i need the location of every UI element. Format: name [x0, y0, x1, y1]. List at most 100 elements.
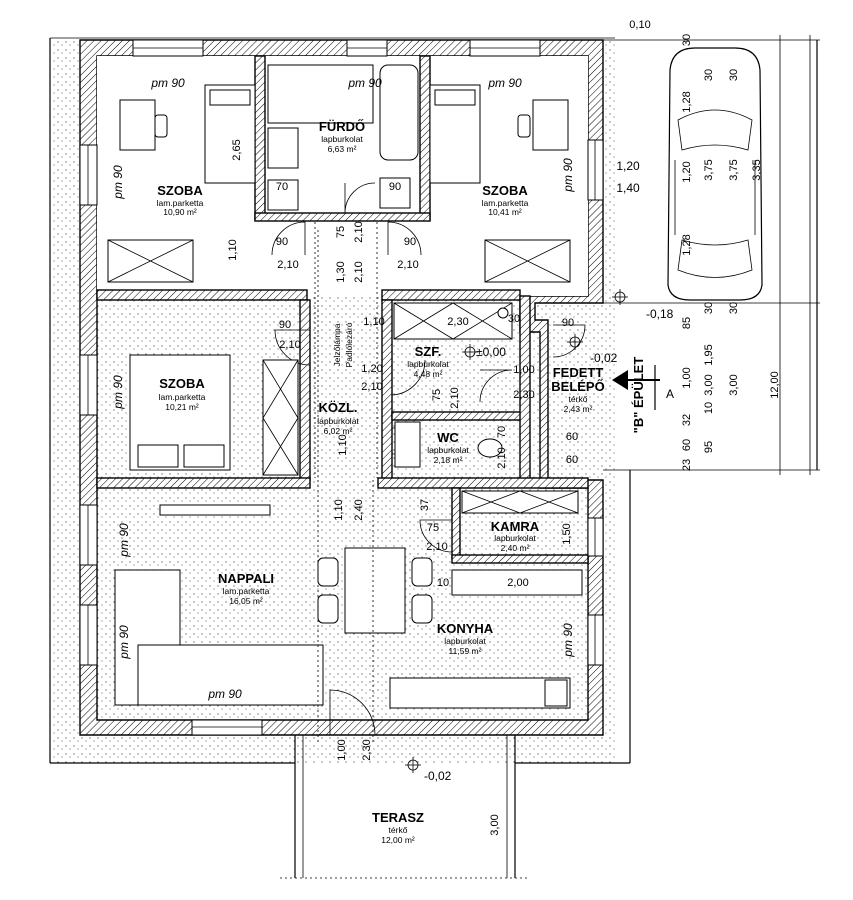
svg-text:A: A [666, 387, 674, 401]
window-labels: pm 90 pm 90 pm 90 pm 90 pm 90 pm 90 pm 9… [111, 76, 575, 701]
svg-text:11,59 m²: 11,59 m² [449, 646, 482, 656]
svg-text:70: 70 [496, 426, 508, 438]
svg-text:KAMRA: KAMRA [491, 519, 540, 534]
svg-text:75: 75 [335, 226, 347, 238]
svg-text:10,21 m²: 10,21 m² [165, 402, 199, 412]
svg-text:30: 30 [728, 69, 740, 81]
svg-text:2,10: 2,10 [277, 259, 298, 271]
svg-text:6,02 m²: 6,02 m² [324, 426, 353, 436]
svg-text:SZOBA: SZOBA [482, 183, 528, 198]
svg-text:1,20: 1,20 [681, 161, 693, 182]
svg-text:pm 90: pm 90 [487, 76, 522, 90]
windows [79, 39, 604, 736]
svg-text:90: 90 [389, 181, 401, 193]
room-wc: WC lapburkolat 2,18 m² [427, 430, 469, 465]
svg-text:1,20: 1,20 [616, 159, 640, 173]
svg-text:1,00: 1,00 [681, 367, 693, 388]
svg-text:2,65: 2,65 [231, 139, 243, 160]
room-eloter: FEDETT BELÉPŐ térkő 2,43 m² [551, 365, 604, 414]
svg-text:0,10: 0,10 [629, 19, 650, 31]
svg-text:±0,00: ±0,00 [476, 345, 506, 359]
svg-text:2,10: 2,10 [449, 387, 461, 408]
svg-text:1,00: 1,00 [513, 364, 534, 376]
svg-text:23: 23 [681, 459, 693, 471]
room-terasz: TERASZ térkő 12,00 m² [372, 810, 424, 845]
svg-text:32: 32 [681, 414, 693, 426]
svg-text:3,35: 3,35 [751, 159, 763, 180]
svg-text:2,10: 2,10 [397, 259, 418, 271]
terrace [280, 735, 530, 879]
room-kamra: KAMRA lapburkolat 2,40 m² [491, 519, 540, 553]
svg-text:3,75: 3,75 [703, 159, 715, 180]
svg-text:2,40 m²: 2,40 m² [501, 543, 530, 553]
svg-text:1,00: 1,00 [336, 739, 348, 760]
svg-text:"B" ÉPÜLET: "B" ÉPÜLET [631, 357, 646, 434]
interior-walls [96, 55, 589, 564]
svg-text:NAPPALI: NAPPALI [218, 571, 274, 586]
room-nappali: NAPPALI lam.parketta 16,05 m² [218, 571, 274, 606]
furniture [107, 64, 583, 709]
svg-text:WC: WC [437, 430, 459, 445]
svg-text:85: 85 [681, 317, 693, 329]
svg-text:16,05 m²: 16,05 m² [229, 596, 263, 606]
svg-text:pm 90: pm 90 [111, 375, 125, 410]
annotations: -0,18 -0,02 ±0,00 -0,02 "B" ÉPÜLET A Jel… [332, 307, 674, 783]
svg-text:pm 90: pm 90 [561, 623, 575, 658]
svg-text:30: 30 [703, 69, 715, 81]
svg-text:6,63 m²: 6,63 m² [328, 144, 357, 154]
svg-text:-0,18: -0,18 [646, 307, 674, 321]
svg-text:10,41 m²: 10,41 m² [488, 207, 522, 217]
svg-text:2,30: 2,30 [513, 389, 534, 401]
room-konyha: KONYHA lapburkolat 11,59 m² [437, 621, 494, 656]
hallway-lines [314, 222, 378, 745]
svg-text:-0,02: -0,02 [424, 769, 452, 783]
room-szf: SZF. lapburkolat 4,48 m² [407, 344, 449, 379]
svg-text:pm 90: pm 90 [347, 76, 382, 90]
svg-text:térkő: térkő [389, 825, 408, 835]
svg-text:2,10: 2,10 [353, 261, 365, 282]
svg-text:90: 90 [279, 319, 291, 331]
svg-text:FEDETT: FEDETT [553, 365, 604, 380]
svg-text:FÜRDŐ: FÜRDŐ [319, 119, 365, 134]
svg-text:lapburkolat: lapburkolat [317, 416, 359, 426]
svg-text:pm 90: pm 90 [111, 165, 125, 200]
svg-text:10: 10 [437, 577, 449, 589]
svg-text:1,28: 1,28 [681, 234, 693, 255]
svg-text:1,95: 1,95 [703, 344, 715, 365]
room-szoba-ne: SZOBA lam.parketta 10,41 m² [482, 183, 529, 217]
svg-text:60: 60 [566, 431, 578, 443]
car-icon [667, 47, 763, 301]
svg-text:-0,02: -0,02 [590, 351, 618, 365]
dimensions: 2,65 70 90 90 2,10 90 2,10 90 2,10 75 2,… [227, 19, 651, 836]
svg-text:KÖZL.: KÖZL. [319, 400, 358, 415]
svg-text:60: 60 [681, 439, 693, 451]
svg-text:Jelzőlámpa: Jelzőlámpa [332, 323, 342, 366]
svg-text:3,00: 3,00 [703, 374, 715, 395]
svg-text:lam.parketta: lam.parketta [482, 198, 529, 208]
svg-text:1,40: 1,40 [616, 181, 640, 195]
svg-text:2,10: 2,10 [279, 339, 300, 351]
svg-text:1,10: 1,10 [333, 499, 345, 520]
room-kozl: KÖZL. lapburkolat 6,02 m² [317, 400, 359, 436]
svg-text:2,30: 2,30 [361, 739, 373, 760]
svg-text:KONYHA: KONYHA [437, 621, 494, 636]
svg-text:1,10: 1,10 [337, 434, 349, 455]
svg-text:pm 90: pm 90 [561, 158, 575, 193]
svg-text:lapburkolat: lapburkolat [494, 533, 536, 543]
svg-text:lam.parketta: lam.parketta [157, 198, 204, 208]
svg-text:10: 10 [703, 402, 715, 414]
svg-text:1,10: 1,10 [363, 316, 384, 328]
svg-text:térkő: térkő [569, 394, 588, 404]
svg-text:2,18 m²: 2,18 m² [434, 455, 463, 465]
svg-text:70: 70 [276, 181, 288, 193]
level-markers [405, 289, 628, 773]
svg-text:lapburkolat: lapburkolat [444, 636, 486, 646]
svg-text:2,10: 2,10 [353, 221, 365, 242]
svg-text:2,00: 2,00 [507, 577, 528, 589]
svg-text:30: 30 [703, 302, 715, 314]
svg-text:BELÉPŐ: BELÉPŐ [551, 379, 604, 394]
svg-text:2,43 m²: 2,43 m² [564, 404, 593, 414]
svg-text:30: 30 [508, 313, 520, 325]
svg-text:3,00: 3,00 [489, 814, 501, 835]
svg-text:90: 90 [562, 317, 574, 329]
